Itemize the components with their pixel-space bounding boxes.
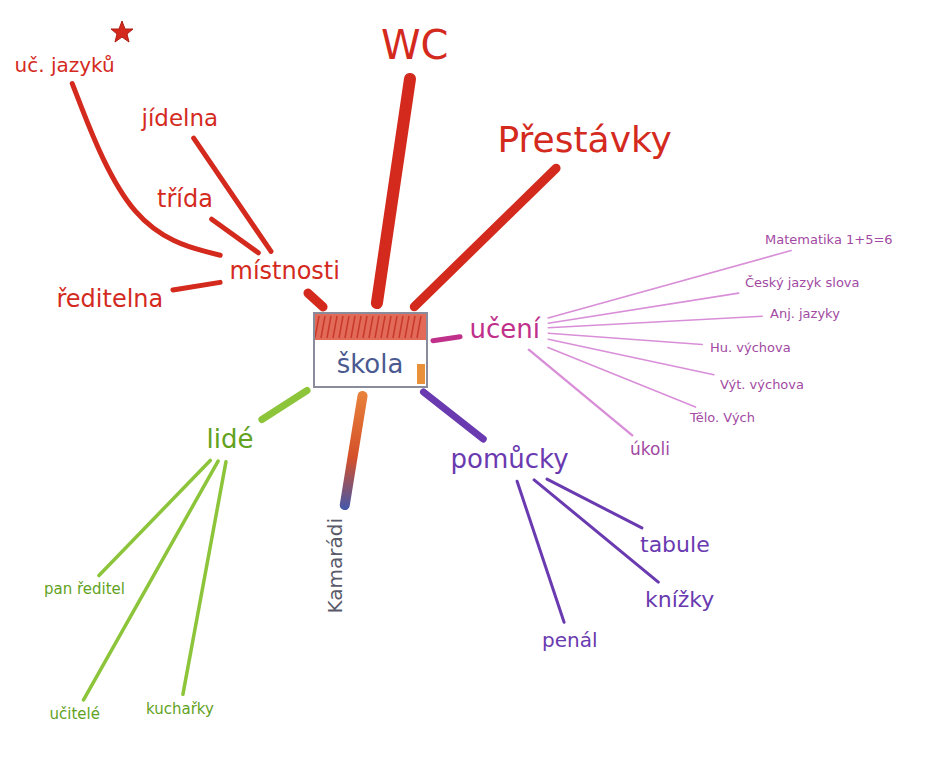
branch-text: ředitelna xyxy=(57,286,164,314)
branch-line xyxy=(414,168,556,307)
house-door xyxy=(417,364,425,384)
roof-hatch xyxy=(315,316,319,338)
branch-line xyxy=(377,79,410,303)
branch-text: pomůcky xyxy=(451,445,570,475)
roof-hatch xyxy=(387,316,391,338)
branch-line xyxy=(529,350,632,436)
branch-text: penál xyxy=(542,629,598,652)
branch-text: místnosti xyxy=(230,258,341,286)
leaf-word: Matematika 1+5=6 xyxy=(761,231,897,250)
branch-line xyxy=(262,390,307,419)
branch-word: WC xyxy=(377,20,453,70)
leaf-word: ředitelna xyxy=(53,284,168,316)
leaf-word: jídelna xyxy=(138,103,223,134)
branch-line xyxy=(548,347,695,407)
leaf-word: tabule xyxy=(636,530,714,560)
leaf-word: knížky xyxy=(641,585,719,615)
roof-hatch xyxy=(399,316,403,338)
branch-text: tabule xyxy=(640,532,710,557)
roof-hatch xyxy=(381,316,385,338)
branch-text: WC xyxy=(381,22,449,68)
branch-line xyxy=(72,84,220,256)
star-doodle xyxy=(111,21,133,42)
branch-text: třída xyxy=(157,186,213,214)
roof-hatch xyxy=(333,316,337,338)
star-mark xyxy=(111,21,133,42)
roof-hatch xyxy=(411,316,415,338)
branch-line xyxy=(308,293,323,307)
leaf-word: pan ředitel xyxy=(40,579,130,601)
branch-text: jídelna xyxy=(142,105,219,131)
branch-line xyxy=(517,481,564,622)
branch-line xyxy=(548,316,762,327)
leaf-word: úkoli xyxy=(626,438,674,462)
branch-word: Kamarádi xyxy=(322,513,349,617)
branch-line xyxy=(433,337,460,341)
branch-word: místnosti xyxy=(226,256,345,288)
branch-word: lidé xyxy=(203,423,258,457)
leaf-word: kuchařky xyxy=(142,699,218,721)
branch-text: Výt. výchova xyxy=(720,378,804,393)
roof-hatch xyxy=(345,316,349,338)
leaf-word: Tělo. Vých xyxy=(686,409,759,428)
branch-line xyxy=(183,462,226,695)
branch-text: Anj. jazyky xyxy=(770,307,840,322)
leaf-word: třída xyxy=(153,184,217,216)
branch-line xyxy=(99,460,210,575)
branch-text: kuchařky xyxy=(146,701,214,718)
branch-text: učení xyxy=(470,315,541,345)
branch-line xyxy=(423,392,483,439)
branch-text: knížky xyxy=(645,587,715,612)
leaf-word: Hu. výchova xyxy=(706,339,795,358)
branch-line xyxy=(173,282,220,290)
leaf-word: Anj. jazyky xyxy=(766,305,844,324)
roof-hatch xyxy=(327,316,331,338)
central-house: škola xyxy=(313,312,428,388)
leaf-word: Český jazyk slova xyxy=(741,274,864,293)
branch-word: pomůcky xyxy=(447,443,574,477)
roof-hatch xyxy=(369,316,373,338)
house-label: škola xyxy=(337,350,404,380)
branch-text: učitelé xyxy=(50,706,101,723)
leaf-word: učitelé xyxy=(46,704,105,726)
roof-hatch xyxy=(393,316,397,338)
branch-text: Matematika 1+5=6 xyxy=(765,233,893,248)
roof-hatch xyxy=(351,316,355,338)
branch-line xyxy=(534,480,658,582)
branch-line xyxy=(548,333,702,344)
roof-fill xyxy=(315,314,426,340)
roof-hatch xyxy=(321,316,325,338)
leaf-word: uč. jazyků xyxy=(11,52,120,79)
branch-word: učení xyxy=(466,313,545,347)
branch-text: Český jazyk slova xyxy=(745,276,860,291)
branch-text: uč. jazyků xyxy=(15,54,116,77)
branch-text: Kamarádi xyxy=(324,517,347,613)
leaf-word: Výt. výchova xyxy=(716,376,808,395)
roof-hatch xyxy=(363,316,367,338)
leaf-word: penál xyxy=(538,627,602,654)
roof-hatch xyxy=(375,316,379,338)
branch-text: Přestávky xyxy=(498,119,673,160)
branch-word: Přestávky xyxy=(494,117,677,163)
branch-text: Tělo. Vých xyxy=(690,411,755,426)
branch-text: Hu. výchova xyxy=(710,341,791,356)
branch-text: pan ředitel xyxy=(44,581,126,598)
roof-hatch xyxy=(417,316,421,338)
roof-hatch xyxy=(405,316,409,338)
roof-hatch xyxy=(357,316,361,338)
roof-hatch xyxy=(339,316,343,338)
branch-line xyxy=(345,396,363,505)
branch-text: lidé xyxy=(207,425,254,455)
branch-text: úkoli xyxy=(630,440,670,460)
